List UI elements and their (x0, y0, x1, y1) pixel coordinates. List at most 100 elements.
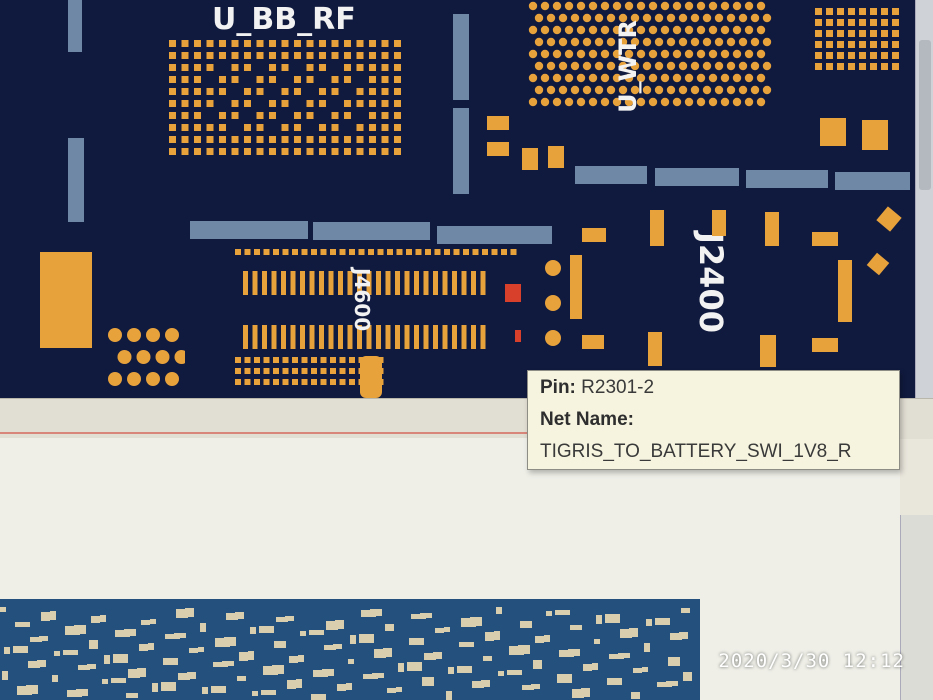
pad (319, 64, 326, 71)
pad (306, 40, 314, 47)
pad (231, 112, 239, 119)
overview-pad (583, 664, 592, 671)
label-j2400: J2400 (692, 232, 730, 333)
pad (271, 325, 277, 349)
pad (859, 30, 866, 37)
pad (433, 325, 438, 349)
pad (331, 148, 339, 155)
pad (356, 124, 364, 131)
ball-pad (654, 13, 664, 23)
ball-pad (744, 73, 754, 83)
pad (338, 271, 343, 295)
pad (837, 63, 844, 70)
overview-pad (300, 631, 306, 636)
overview-pad (200, 623, 206, 632)
overview-pad (644, 643, 650, 652)
label-u-bb-rf: U_BB_RF (212, 2, 356, 37)
pad (244, 249, 251, 255)
pad (169, 124, 176, 131)
ball-pad (594, 13, 604, 23)
pad (892, 52, 899, 59)
ball-pad (738, 61, 748, 71)
pad (892, 30, 899, 37)
pad (434, 249, 441, 255)
pad (256, 40, 264, 47)
pin-value: R2301-2 (581, 377, 655, 398)
ball-pad (636, 25, 646, 35)
secondary-vertical-scrollbar[interactable] (900, 515, 933, 700)
pad (282, 249, 289, 255)
ball-pad (558, 13, 568, 23)
overview-pad (67, 690, 82, 697)
pad (452, 325, 457, 349)
pad (294, 136, 301, 143)
pad (181, 52, 189, 59)
overview-pad (150, 619, 156, 624)
pad (169, 76, 176, 83)
shield-bar (746, 170, 828, 188)
pad (406, 249, 412, 255)
overview-pad (535, 636, 544, 643)
ball-pad (690, 37, 700, 47)
ball-pad (702, 61, 712, 71)
pad (339, 249, 346, 255)
pad (243, 325, 248, 349)
overview-pad (350, 635, 356, 644)
pad (273, 357, 279, 363)
pad (381, 40, 389, 47)
pad (294, 124, 301, 131)
pad (491, 249, 498, 255)
pad (281, 271, 286, 295)
overview-pad (363, 674, 378, 679)
overview-pad (274, 641, 286, 648)
net-name-label: Net Name: (540, 409, 634, 430)
pad (181, 148, 189, 155)
pad (328, 271, 334, 295)
overview-pad (28, 661, 40, 668)
pad (331, 88, 339, 95)
pad (181, 64, 189, 71)
overview-pad (485, 632, 494, 641)
pad (385, 325, 391, 349)
pad (269, 100, 276, 107)
ball-pad (726, 85, 736, 95)
pad (357, 271, 362, 295)
overview-pad (655, 618, 670, 625)
highlighted-pin-r2301[interactable] (505, 284, 521, 302)
pad (194, 40, 201, 47)
pad (444, 249, 450, 255)
overview-pad (424, 653, 436, 660)
pad (300, 271, 305, 295)
pad (510, 249, 517, 255)
component-pad (487, 142, 509, 156)
overview-pad (215, 638, 230, 647)
pad (381, 100, 389, 107)
bga-grid-wtr (528, 1, 772, 107)
ball-pad (726, 13, 736, 23)
scrollbar-thumb[interactable] (919, 40, 931, 190)
pad (181, 100, 189, 107)
board-overview-thumbnail[interactable] (0, 599, 700, 700)
pad (461, 271, 467, 295)
pad (381, 52, 389, 59)
component-pad (765, 212, 779, 246)
ball-pad (648, 97, 658, 107)
ball-pad (672, 73, 682, 83)
ball-pad (588, 73, 598, 83)
pad (290, 271, 296, 295)
highlighted-pin-r2301-2[interactable] (515, 330, 521, 342)
pad (292, 249, 298, 255)
pad (381, 76, 389, 83)
overview-pad (592, 663, 598, 670)
pad (369, 148, 376, 155)
pad (254, 249, 260, 255)
pad (369, 100, 376, 107)
board-vertical-scrollbar[interactable] (915, 0, 933, 398)
ball-pad (720, 1, 730, 11)
pcb-board-view[interactable]: /* placeholder */ U_BB_RF U_WTR J4600 J2… (0, 0, 915, 398)
pad (311, 249, 317, 255)
ball-pad (720, 73, 730, 83)
ball-pad (534, 37, 544, 47)
overview-pad (298, 655, 304, 662)
pad (366, 271, 372, 295)
